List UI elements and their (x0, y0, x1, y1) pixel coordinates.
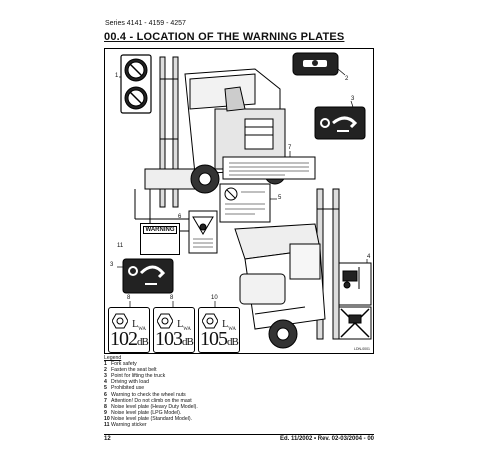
legend-item-number: 11 (104, 422, 110, 429)
legend-item-text: Fork safety (111, 361, 137, 368)
legend-item-text: Point for lifting the truck (111, 373, 166, 380)
callout-6: 6 (178, 214, 182, 220)
callout-8: 8 (127, 295, 131, 301)
callout-10: 10 (211, 295, 218, 301)
legend-item: 4 Driving with load (104, 379, 354, 385)
lifting-point-plate (314, 106, 366, 140)
lwa-symbol: LWA (222, 319, 236, 332)
legend-item-text: Fasten the seat belt (111, 367, 157, 374)
legend-title: Legend (104, 355, 122, 361)
document-series: Series 4141 - 4159 - 4257 (105, 20, 186, 27)
hex-bolt-icon (157, 313, 173, 329)
warning-plates-figure: 1 2 3 4 5 6 7 8 8 10 11 3 LDN-0001 (104, 48, 374, 354)
legend-item-number: 5 (104, 385, 107, 392)
page-footer: 12 Ed. 11/2002 • Rev. 02-03/2004 - 00 (104, 434, 374, 442)
mast-warning-plate (222, 156, 316, 180)
legend-item-number: 8 (104, 403, 107, 410)
lifting-point-plate-lower (122, 258, 174, 294)
noise-plate-standard: LWA 105dB (198, 307, 240, 353)
warning-sticker: WARNING (140, 223, 180, 255)
legend-item: 10Noise level plate (Standard Model). (104, 416, 354, 422)
legend-item-text: Warning sticker (111, 422, 147, 429)
legend-item-number: 1 (104, 361, 107, 368)
lwa-symbol: LWA (177, 319, 191, 332)
noise-plate-lpg: LWA 103dB (153, 307, 195, 353)
legend-item-number: 7 (104, 397, 107, 404)
section-title: 00.4 - LOCATION OF THE WARNING PLATES (104, 31, 345, 43)
callout-3-lower: 3 (110, 262, 114, 268)
legend-item: 5 Prohibited use (104, 385, 354, 391)
lower-forklift (234, 188, 340, 349)
legend-item-number: 3 (104, 373, 107, 380)
seat-belt-plate (292, 52, 339, 76)
callout-9: 8 (170, 295, 174, 301)
legend-item-number: 9 (104, 409, 107, 416)
legend-item-text: Noise level plate (LPG Model). (111, 409, 182, 416)
fork-safety-plate (120, 54, 152, 114)
legend-item-number: 4 (104, 379, 107, 386)
legend-item-text: Prohibited use (111, 385, 145, 392)
legend-item: 9 Noise level plate (LPG Model). (104, 410, 354, 416)
callout-5: 5 (278, 195, 282, 201)
noise-level-value: 105dB (200, 328, 239, 350)
noise-level-value: 103dB (155, 328, 194, 350)
legend-item: 3 Point for lifting the truck (104, 373, 354, 379)
legend-item: 1 Fork safety (104, 361, 354, 367)
callout-7: 7 (288, 145, 292, 151)
legend: Legend 1 Fork safety 2 Fasten the seat belt… (104, 355, 354, 428)
prohibited-use-plate (219, 183, 271, 223)
figure-code: LDN-0001 (354, 347, 370, 351)
noise-plate-heavy-duty: LWA 102dB (108, 307, 150, 353)
legend-item-text: Driving with load (111, 379, 150, 386)
callout-11: 11 (117, 243, 124, 249)
noise-level-value: 102dB (110, 328, 149, 350)
edition-revision: Ed. 11/2002 • Rev. 02-03/2004 - 00 (279, 436, 374, 442)
legend-item: 2 Fasten the seat belt (104, 367, 354, 373)
callout-4: 4 (367, 254, 371, 260)
wheel-nuts-plate (188, 210, 218, 254)
callout-2: 2 (345, 76, 349, 82)
legend-item-text: Attention! Do not climb on the mast (111, 397, 192, 404)
page-number: 12 (104, 436, 111, 442)
legend-item-number: 6 (104, 391, 107, 398)
legend-item: 7 Attention! Do not climb on the mast (104, 398, 354, 404)
legend-item-number: 10 (104, 415, 110, 422)
driving-with-load-plate (338, 262, 372, 340)
hex-bolt-icon (112, 313, 128, 329)
legend-item-number: 2 (104, 367, 107, 374)
lwa-symbol: LWA (132, 319, 146, 332)
legend-item-text: Noise level plate (Heavy Duty Model). (111, 403, 198, 410)
legend-list: 1 Fork safety 2 Fasten the seat belt 3 Point … (104, 361, 354, 428)
legend-item: 8 Noise level plate (Heavy Duty Model). (104, 404, 354, 410)
legend-item-text: Noise level plate (Standard Model). (111, 415, 193, 422)
callout-1: 1 (115, 73, 119, 79)
legend-item-text: Warning to check the wheel nuts (111, 391, 186, 398)
warning-label: WARNING (143, 226, 177, 234)
forklift-drawing (117, 52, 372, 349)
callout-3: 3 (351, 96, 355, 102)
hex-bolt-icon (202, 313, 218, 329)
legend-item: 6 Warning to check the wheel nuts (104, 392, 354, 398)
